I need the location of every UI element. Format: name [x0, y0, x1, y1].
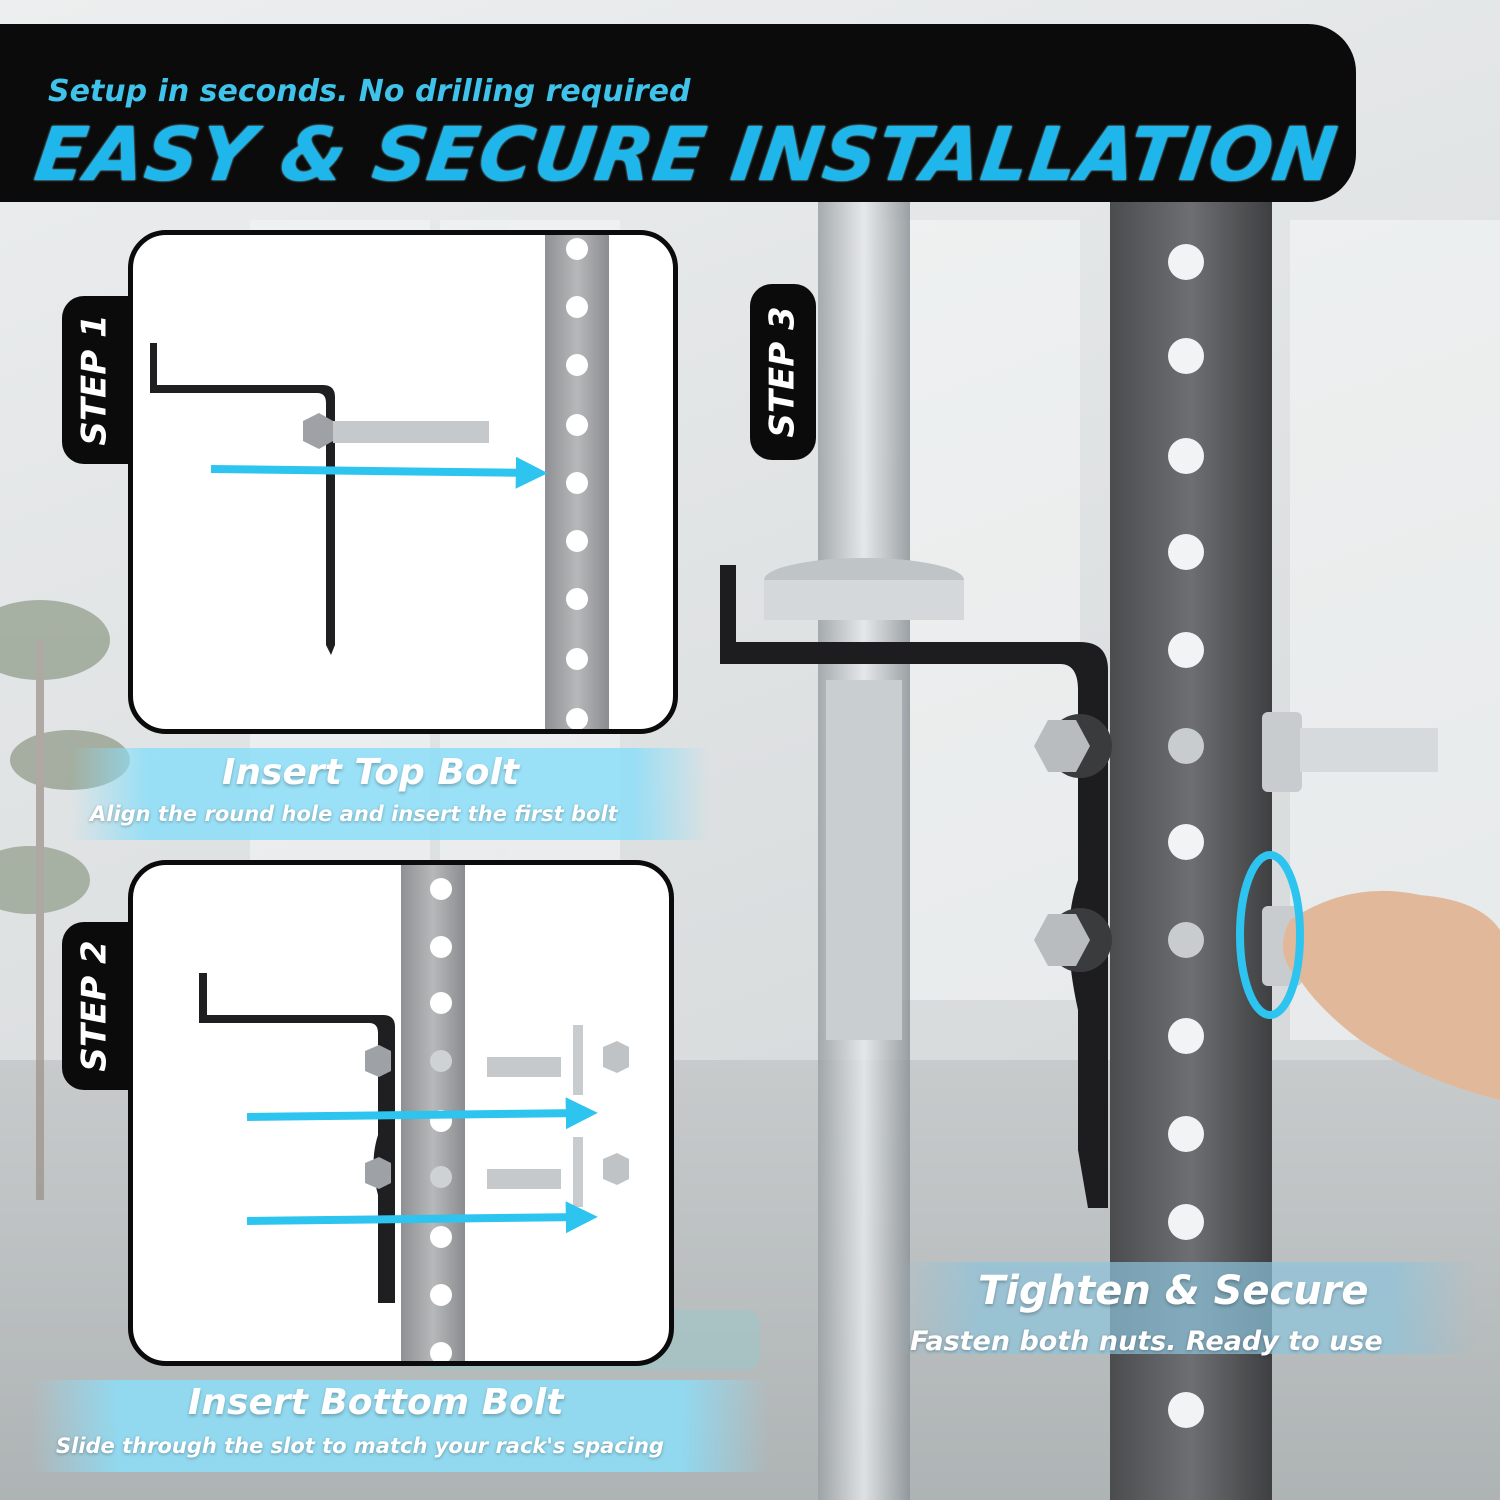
step-2-illustration — [199, 865, 629, 1361]
step-3-label: STEP 3 — [763, 306, 804, 438]
bracket-step3 — [720, 565, 1112, 1208]
step-1-tab: STEP 1 — [62, 296, 128, 464]
step-2-panel — [128, 860, 674, 1366]
step-3-caption-band — [896, 1262, 1476, 1354]
step-1-panel — [128, 230, 678, 734]
hand — [1282, 890, 1500, 1100]
step-3-title: Tighten & Secure — [978, 1268, 1369, 1314]
rail-holes — [566, 238, 588, 729]
nut-top — [603, 1041, 629, 1073]
step-3-description: Fasten both nuts. Ready to use — [910, 1326, 1383, 1357]
step-1-title: Insert Top Bolt — [222, 752, 520, 793]
bracket — [199, 973, 395, 1303]
step-1-caption-band — [70, 748, 710, 840]
washer-bottom — [573, 1137, 583, 1207]
rail-holes — [430, 878, 452, 1361]
bolt-head-top — [365, 1045, 391, 1077]
step-2-description: Slide through the slot to match your rac… — [56, 1434, 664, 1458]
bolt-thread-top — [487, 1057, 561, 1077]
bracket — [150, 343, 335, 655]
step-1-description: Align the round hole and insert the firs… — [90, 802, 618, 826]
header-title: EASY & SECURE INSTALLATION — [29, 112, 1343, 198]
nut-bottom — [603, 1153, 629, 1185]
insert-arrow-icon — [210, 456, 548, 489]
bolt-thread-bottom — [487, 1169, 561, 1189]
step-2-tab: STEP 2 — [62, 922, 128, 1090]
step-2-caption-band — [30, 1380, 770, 1472]
bolt-thread — [333, 421, 489, 443]
barbell-sleeve — [764, 580, 964, 620]
rotate-indicator-icon — [1236, 851, 1304, 1019]
insert-arrow-top-icon — [246, 1097, 598, 1130]
header-subtitle: Setup in seconds. No drilling required — [48, 74, 691, 109]
step-2-title: Insert Bottom Bolt — [188, 1382, 564, 1423]
washer-top — [573, 1025, 583, 1095]
insert-arrow-bottom-icon — [246, 1201, 598, 1234]
step-1-label: STEP 1 — [75, 314, 116, 446]
barbell-knurling — [826, 680, 902, 1040]
step-3-tab: STEP 3 — [750, 284, 816, 460]
bolt-head — [303, 413, 333, 449]
bolt-top-step3 — [1262, 712, 1438, 792]
rack-holes — [1168, 244, 1204, 1428]
step-2-label: STEP 2 — [75, 940, 116, 1072]
header-banner: Setup in seconds. No drilling required E… — [0, 24, 1356, 202]
step-1-illustration — [150, 235, 609, 729]
bolt-head-bottom — [365, 1157, 391, 1189]
